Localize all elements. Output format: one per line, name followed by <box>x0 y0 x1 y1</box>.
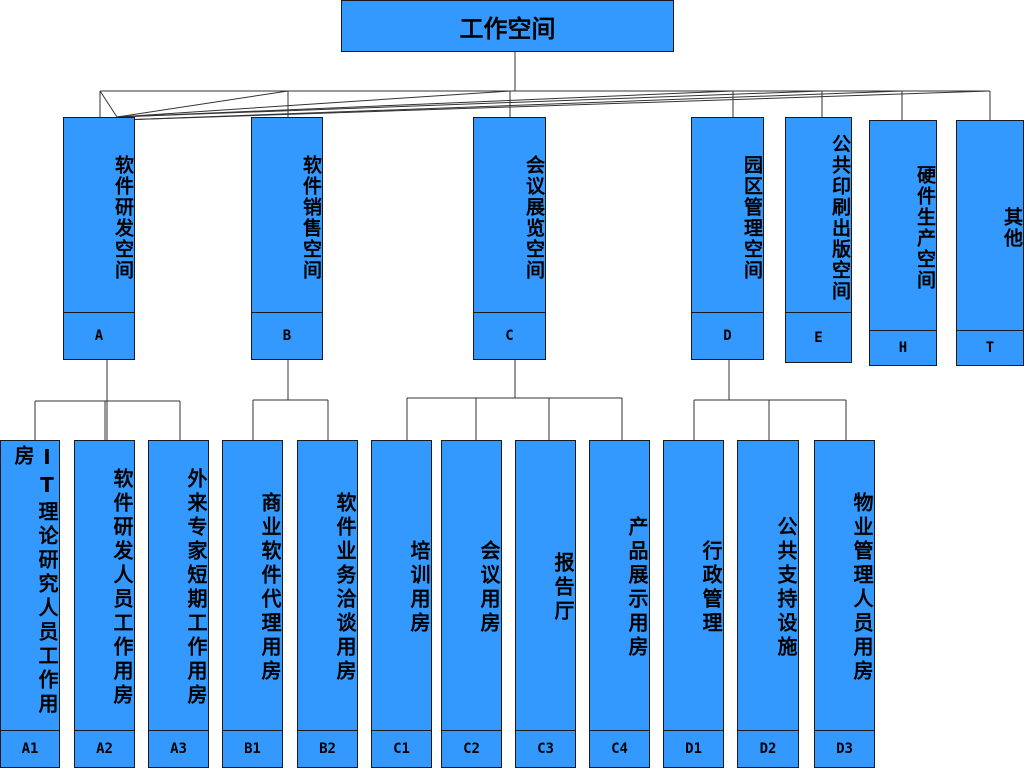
connector-line <box>99 90 118 118</box>
root-node-workspace[interactable]: 工作空间 <box>341 0 674 52</box>
level2-node-c2[interactable]: 会议用房 C2 <box>441 440 502 768</box>
node-code: C2 <box>442 730 501 767</box>
node-code: D <box>692 312 763 359</box>
node-label: 物业管理人员用房 <box>850 492 874 684</box>
node-label: 外来专家短期工作用房 <box>184 468 208 708</box>
level2-node-a3[interactable]: 外来专家短期工作用房 A3 <box>148 440 209 768</box>
node-code: B1 <box>223 730 282 767</box>
node-code: C1 <box>372 730 431 767</box>
connector-line <box>116 90 511 118</box>
level2-node-a1[interactable]: IT理论研究人员工作用房 A1 <box>0 440 60 768</box>
node-label: 行政管理 <box>699 540 723 636</box>
node-label: 产品展示用房 <box>625 516 649 660</box>
level1-node-h[interactable]: 硬件生产空间 H <box>869 120 937 366</box>
connector-line <box>119 90 991 121</box>
node-code: C <box>474 312 545 359</box>
level2-node-d2[interactable]: 公共支持设施 D2 <box>737 440 799 768</box>
node-label: 硬件生产空间 <box>914 165 936 291</box>
level1-node-b[interactable]: 软件销售空间 B <box>251 117 323 360</box>
node-label: 园区管理空间 <box>741 154 763 281</box>
level1-node-d[interactable]: 园区管理空间 D <box>691 117 764 360</box>
node-code: B <box>252 312 322 359</box>
node-code: D3 <box>815 730 874 767</box>
level2-node-c4[interactable]: 产品展示用房 C4 <box>589 440 650 768</box>
node-code: C3 <box>516 730 575 767</box>
level2-node-d3[interactable]: 物业管理人员用房 D3 <box>814 440 875 768</box>
connector-line <box>116 90 734 118</box>
connector-line <box>116 90 289 118</box>
level2-node-b2[interactable]: 软件业务洽谈用房 B2 <box>297 440 358 768</box>
node-code: H <box>870 330 936 365</box>
node-code: A2 <box>75 730 134 767</box>
level2-node-c3[interactable]: 报告厅 C3 <box>515 440 576 768</box>
node-label: 会议展览空间 <box>523 154 545 281</box>
level1-node-e[interactable]: 公共印刷出版空间 E <box>785 117 852 363</box>
node-code: A1 <box>1 730 59 767</box>
node-code: E <box>786 312 851 362</box>
node-code: B2 <box>298 730 357 767</box>
node-code: A <box>64 312 134 359</box>
node-code: A3 <box>149 730 208 767</box>
node-label: 其他 <box>1001 207 1023 249</box>
node-label: 会议用房 <box>477 540 501 636</box>
node-label: 培训用房 <box>407 540 431 636</box>
level1-node-c[interactable]: 会议展览空间 C <box>473 117 546 360</box>
level1-node-a[interactable]: 软件研发空间 A <box>63 117 135 360</box>
node-code: D2 <box>738 730 798 767</box>
node-label: 软件销售空间 <box>300 154 322 281</box>
node-label: 商业软件代理用房 <box>258 492 282 684</box>
level2-node-c1[interactable]: 培训用房 C1 <box>371 440 432 768</box>
node-label: 软件研发人员工作用房 <box>110 468 134 708</box>
root-label: 工作空间 <box>459 14 556 43</box>
node-label: 公共支持设施 <box>774 516 798 660</box>
node-label: 公共印刷出版空间 <box>829 133 851 302</box>
node-code: T <box>957 330 1023 365</box>
node-label: 报告厅 <box>551 552 575 624</box>
level2-node-b1[interactable]: 商业软件代理用房 B1 <box>222 440 283 768</box>
level1-node-t[interactable]: 其他 T <box>956 120 1024 366</box>
node-code: D1 <box>664 730 723 767</box>
node-label: 软件业务洽谈用房 <box>333 492 357 684</box>
node-label: IT理论研究人员工作用房 <box>11 445 59 717</box>
level2-node-a2[interactable]: 软件研发人员工作用房 A2 <box>74 440 135 768</box>
level2-node-d1[interactable]: 行政管理 D1 <box>663 440 724 768</box>
node-label: 软件研发空间 <box>112 154 134 281</box>
connector-line <box>116 90 823 118</box>
node-code: C4 <box>590 730 649 767</box>
